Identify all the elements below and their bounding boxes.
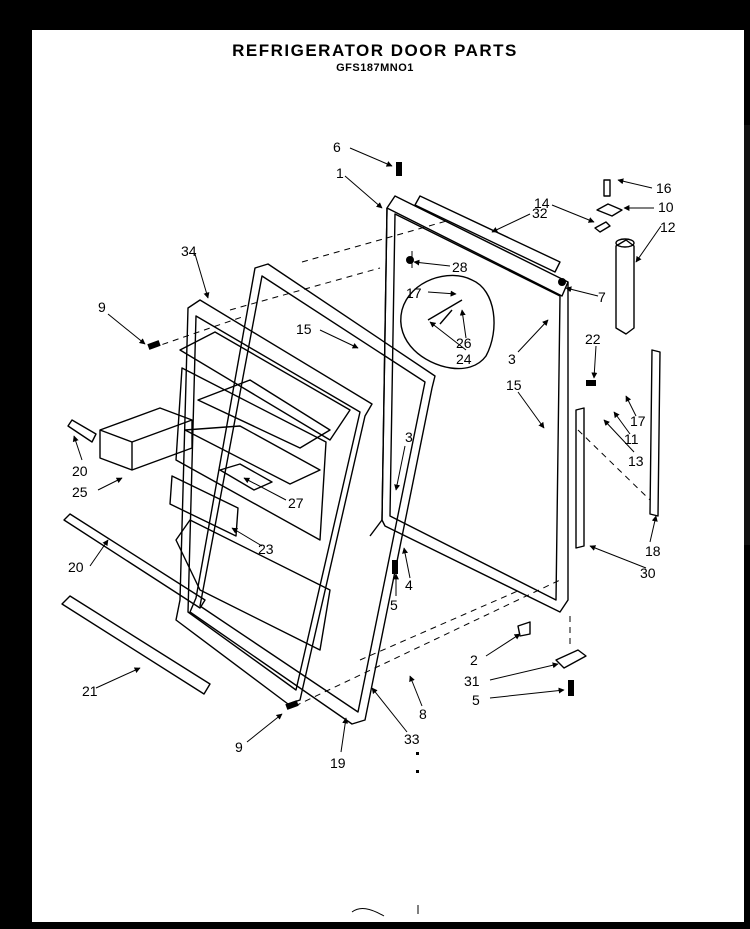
door-gasket (189, 263, 436, 725)
callout-23: 23 (258, 541, 274, 557)
callout-16: 16 (656, 180, 672, 196)
callout-33: 33 (404, 731, 420, 747)
callout-13: 13 (628, 453, 644, 469)
callout-5-lower: 5 (472, 692, 480, 708)
side-trim-30 (575, 407, 585, 549)
callout-9-lower: 9 (235, 739, 243, 755)
door-top-trim (414, 195, 561, 273)
callout-22: 22 (585, 331, 601, 347)
callout-17-lower: 17 (630, 413, 646, 429)
callout-17-upper: 17 (406, 285, 422, 301)
callout-15-right: 15 (506, 377, 522, 393)
top-hinge-assembly (594, 179, 623, 233)
side-trim-18 (649, 349, 661, 517)
callout-31: 31 (464, 673, 480, 689)
callout-12: 12 (660, 219, 676, 235)
callout-21: 21 (82, 683, 98, 699)
callout-32: 32 (532, 205, 548, 221)
callout-25: 25 (72, 484, 88, 500)
door-liner (175, 299, 373, 705)
callout-5-center: 5 (390, 597, 398, 613)
callout-6: 6 (333, 139, 341, 155)
callout-8: 8 (419, 706, 427, 722)
callout-28: 28 (452, 259, 468, 275)
callout-20-upper: 20 (72, 463, 88, 479)
callout-15-left: 15 (296, 321, 312, 337)
door-outer-panel (369, 195, 569, 613)
callout-30: 30 (640, 565, 656, 581)
callout-14: 14 (534, 195, 550, 211)
callout-18: 18 (645, 543, 661, 559)
bottom-hinge (517, 621, 587, 669)
dairy-compartment-door (169, 475, 239, 537)
callout-24: 24 (456, 351, 472, 367)
door-handle (615, 238, 635, 335)
callout-11: 11 (624, 431, 639, 447)
callout-3-right: 3 (508, 351, 516, 367)
door-shelf-middle (63, 513, 206, 609)
door-bin (99, 407, 193, 471)
callout-7: 7 (598, 289, 606, 305)
callout-9-upper: 9 (98, 299, 106, 315)
detail-inset (400, 274, 495, 370)
callout-19: 19 (330, 755, 346, 771)
diagram-title: REFRIGERATOR DOOR PARTS (232, 41, 518, 60)
callout-2: 2 (470, 652, 478, 668)
callout-4: 4 (405, 577, 413, 593)
callout-27: 27 (288, 495, 304, 511)
model-number: GFS187MNO1 (336, 62, 414, 74)
callout-26: 26 (456, 335, 472, 351)
callout-1: 1 (336, 165, 344, 181)
callout-10: 10 (658, 199, 674, 215)
callout-3-center: 3 (405, 429, 413, 445)
door-shelf-lower (61, 595, 211, 695)
callout-20-lower: 20 (68, 559, 84, 575)
door-shelf-upper (67, 419, 97, 443)
scan-edge-strip (744, 125, 750, 545)
callout-34: 34 (181, 243, 197, 259)
